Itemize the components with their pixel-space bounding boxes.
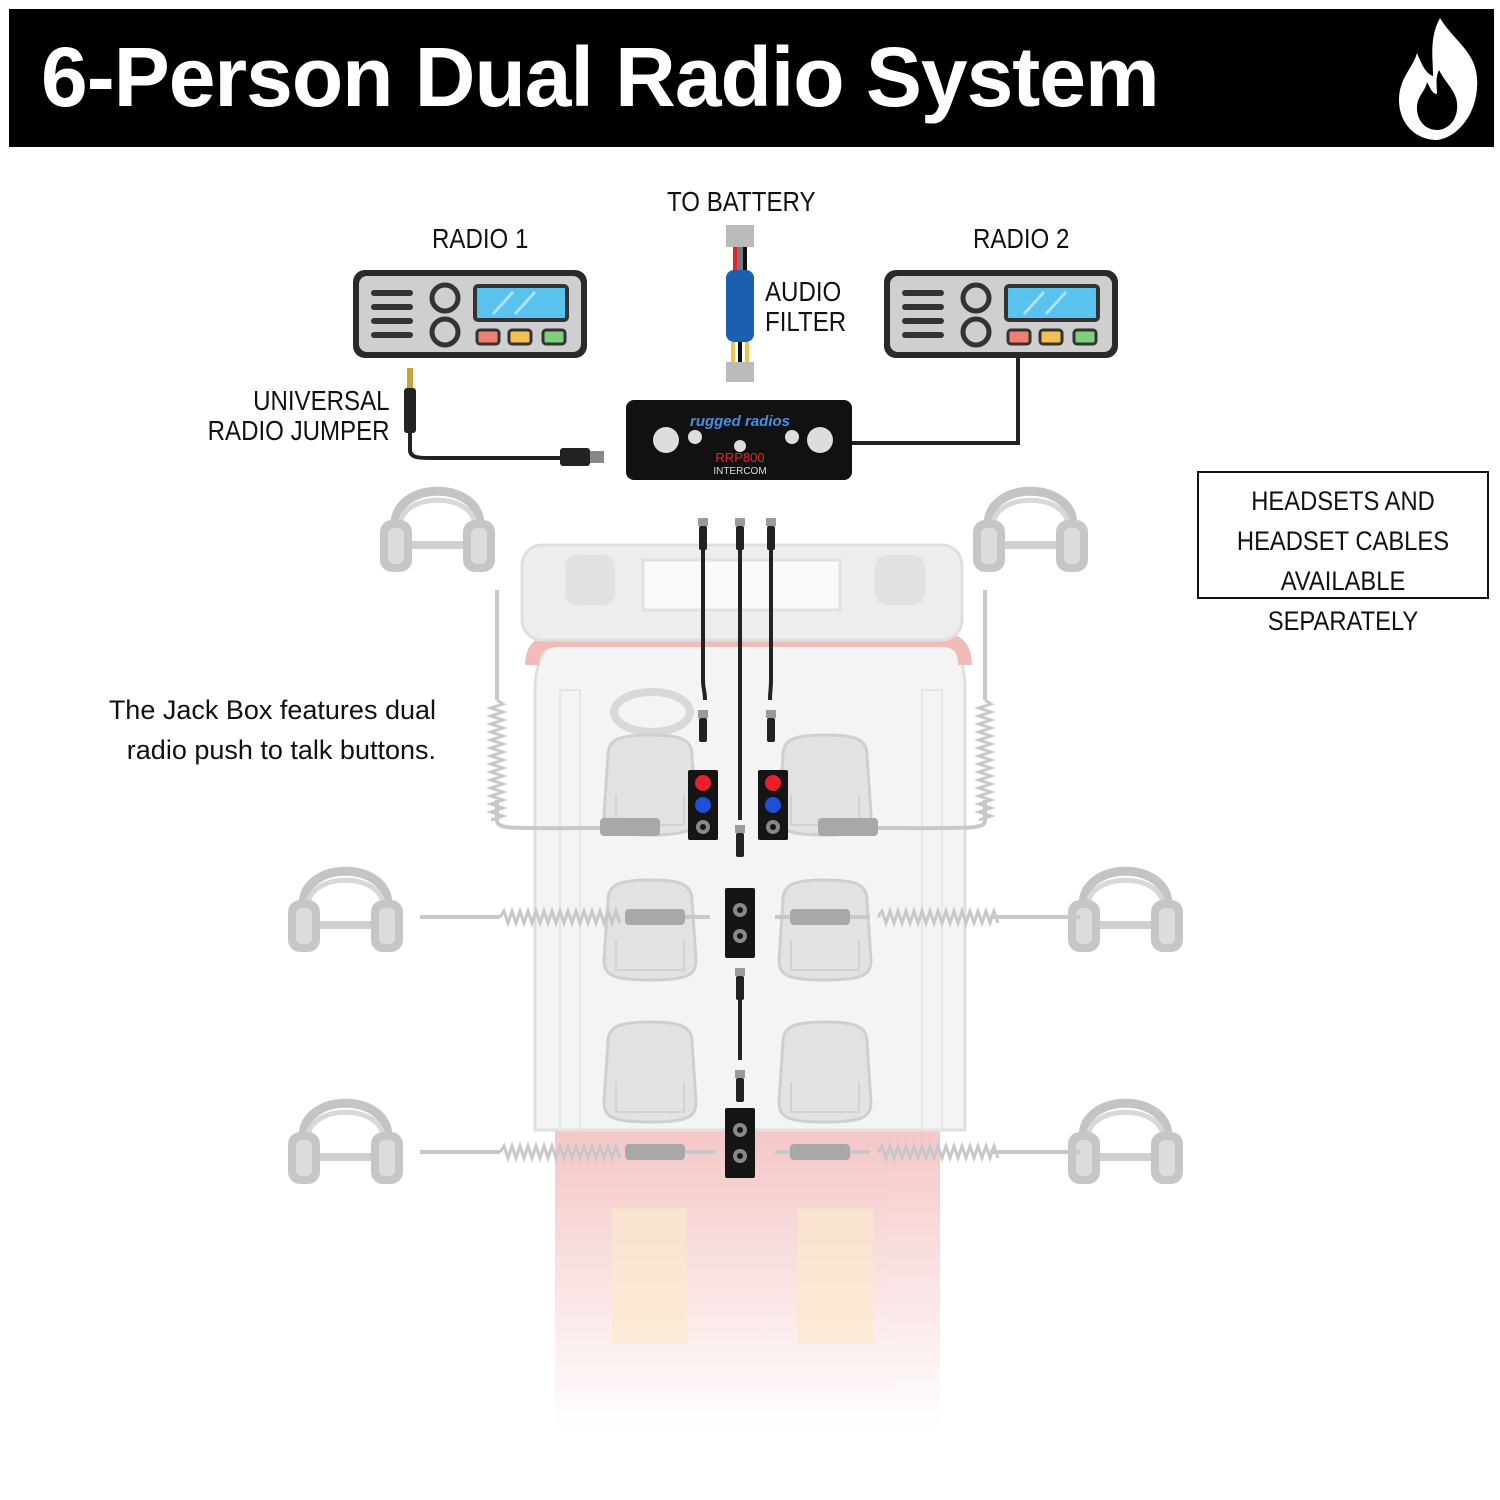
jack-box <box>725 1108 755 1178</box>
intercom-rrp800-icon: rugged radios RRP800 INTERCOM <box>626 400 852 480</box>
radio-1-icon <box>353 270 587 358</box>
jack-box <box>725 888 755 958</box>
radio-jumper-icon <box>404 368 604 466</box>
label-audio-filter: AUDIO FILTER <box>765 276 847 337</box>
headset-icon <box>1068 871 1183 952</box>
title-banner: 6-Person Dual Radio System <box>9 9 1494 147</box>
availability-box: HEADSETS AND HEADSET CABLES AVAILABLE SE… <box>1197 471 1489 636</box>
jack-box-ptt <box>688 770 718 840</box>
svg-text:rugged radios: rugged radios <box>690 413 790 430</box>
svg-text:INTERCOM: INTERCOM <box>713 466 766 477</box>
label-radio-1: RADIO 1 <box>432 223 529 254</box>
flame-icon <box>1399 18 1478 140</box>
headset-icon <box>380 491 495 572</box>
label-universal-radio-jumper: UNIVERSAL RADIO JUMPER <box>208 385 390 446</box>
headset-icon <box>288 1103 403 1184</box>
headset-icon <box>973 491 1088 572</box>
availability-text: HEADSETS AND HEADSET CABLES AVAILABLE SE… <box>1236 486 1450 636</box>
radio-2-icon <box>884 270 1118 358</box>
headset-icon <box>1068 1103 1183 1184</box>
headset-icon <box>288 871 403 952</box>
audio-filter-icon <box>726 225 754 382</box>
page-title: 6-Person Dual Radio System <box>41 30 1160 124</box>
jack-box-ptt <box>758 770 788 840</box>
svg-text:RRP800: RRP800 <box>715 450 764 465</box>
jack-box-note: The Jack Box features dual radio push to… <box>108 695 436 765</box>
label-radio-2: RADIO 2 <box>973 223 1070 254</box>
label-to-battery: TO BATTERY <box>667 186 816 217</box>
